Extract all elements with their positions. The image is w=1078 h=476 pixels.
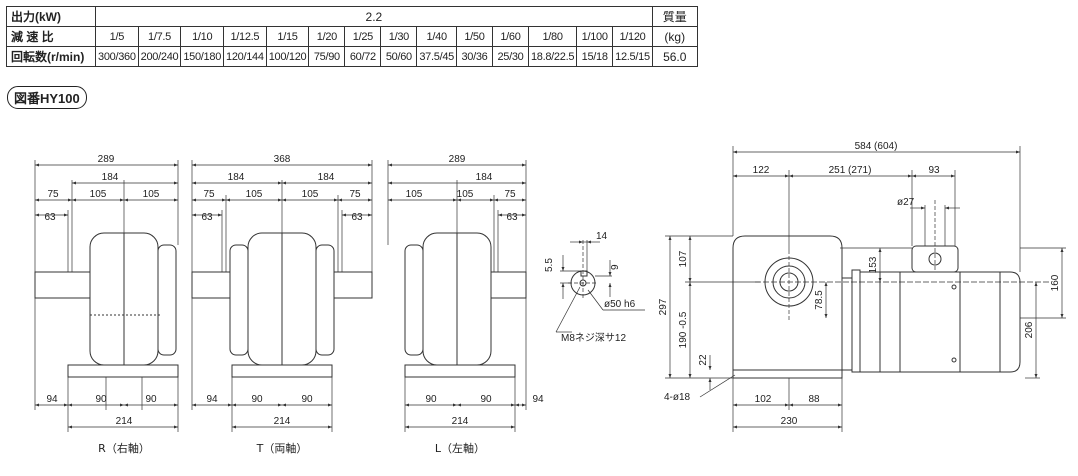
dim-251: 251 (271) bbox=[829, 165, 872, 176]
dim-184: 184 bbox=[476, 172, 493, 183]
dim-297: 297 bbox=[658, 298, 669, 315]
dim-107: 107 bbox=[678, 250, 689, 267]
side-view: 584 (604) 122 251 (271) 93 ø27 107 153 1… bbox=[658, 141, 1066, 432]
view-r-caption: R（右軸） bbox=[98, 441, 150, 455]
dim-22: 22 bbox=[698, 354, 709, 366]
dim-75a: 75 bbox=[203, 189, 215, 200]
speed-cell: 18.8/22.5 bbox=[527, 46, 578, 67]
view-l-caption: L（左軸） bbox=[435, 441, 485, 455]
dim-9: 9 bbox=[610, 264, 621, 270]
dim-105b: 105 bbox=[302, 189, 319, 200]
dim-63: 63 bbox=[506, 212, 518, 223]
dim-b214: 214 bbox=[116, 416, 133, 427]
dim-14: 14 bbox=[596, 231, 608, 242]
table-row-speed: 回転数(r/min) 300/360 200/240 150/180 120/1… bbox=[6, 46, 698, 67]
speed-cell: 200/240 bbox=[137, 46, 182, 67]
dim-b90b: 90 bbox=[480, 394, 492, 405]
shaft-detail: 14 5.5 9 ø50 h6 M8ネジ深サ12 bbox=[544, 231, 645, 344]
ratio-cell: 1/5 bbox=[95, 26, 139, 47]
dim-b94: 94 bbox=[532, 394, 544, 405]
speed-cell: 30/36 bbox=[455, 46, 493, 67]
view-r: 289 184 75 105 105 63 94 90 90 214 R（右軸） bbox=[34, 154, 179, 455]
gearbox-body-r bbox=[34, 232, 179, 378]
dim-overall: 289 bbox=[98, 154, 115, 165]
dim-shaft-dia: ø50 h6 bbox=[604, 299, 636, 310]
ratio-cell: 1/20 bbox=[308, 26, 346, 47]
dim-230: 230 bbox=[781, 416, 798, 427]
dim-78-5: 78.5 bbox=[814, 290, 825, 310]
table-row-ratio: 減 速 比 1/5 1/7.5 1/10 1/12.5 1/15 1/20 1/… bbox=[6, 26, 698, 47]
dim-102: 102 bbox=[755, 394, 772, 405]
dim-122: 122 bbox=[753, 165, 770, 176]
dim-75b: 75 bbox=[349, 189, 361, 200]
dim-b94: 94 bbox=[206, 394, 218, 405]
view-t: 368 184 184 75 105 105 75 63 63 94 90 90… bbox=[191, 154, 373, 455]
dim-105a: 105 bbox=[90, 189, 107, 200]
speed-cell: 15/18 bbox=[576, 46, 614, 67]
dim-63b: 63 bbox=[351, 212, 363, 223]
gearbox-body-t bbox=[191, 232, 373, 378]
figure-label: 図番HY100 bbox=[7, 86, 87, 109]
speed-cell: 37.5/45 bbox=[416, 46, 457, 67]
ratio-cell: 1/80 bbox=[527, 26, 578, 47]
dim-153: 153 bbox=[868, 256, 879, 273]
speed-cell: 300/360 bbox=[95, 46, 139, 67]
screw-spec: M8ネジ深サ12 bbox=[561, 332, 626, 344]
dim-184a: 184 bbox=[228, 172, 245, 183]
dim-b214: 214 bbox=[452, 416, 469, 427]
dim-overall: 368 bbox=[274, 154, 291, 165]
ratio-cell: 1/40 bbox=[416, 26, 457, 47]
dim-63: 63 bbox=[44, 212, 56, 223]
dim-105b: 105 bbox=[457, 189, 474, 200]
dim-75: 75 bbox=[504, 189, 516, 200]
dim-160: 160 bbox=[1050, 274, 1061, 291]
dim-dia27: ø27 bbox=[897, 197, 915, 208]
speed-cell: 100/120 bbox=[265, 46, 310, 67]
mass-value: 56.0 bbox=[651, 46, 698, 67]
dim-206: 206 bbox=[1024, 321, 1035, 338]
dim-b90a: 90 bbox=[425, 394, 437, 405]
view-t-caption: T（両軸） bbox=[256, 441, 308, 455]
dim-b90b: 90 bbox=[301, 394, 313, 405]
spec-table: 出力(kW) 2.2 質量 減 速 比 1/5 1/7.5 1/10 1/12.… bbox=[6, 6, 698, 67]
dim-side-overall: 584 (604) bbox=[855, 141, 898, 152]
speed-cell: 50/60 bbox=[380, 46, 418, 67]
dim-b90a: 90 bbox=[95, 394, 107, 405]
dim-105a: 105 bbox=[246, 189, 263, 200]
view-l: 289 184 105 105 75 63 90 90 94 214 L（左軸） bbox=[387, 154, 544, 455]
ratio-cell: 1/100 bbox=[576, 26, 614, 47]
dim-b90a: 90 bbox=[251, 394, 263, 405]
dim-190: 190 -0.5 bbox=[678, 311, 689, 348]
dim-b94: 94 bbox=[46, 394, 58, 405]
dim-93: 93 bbox=[928, 165, 940, 176]
dim-184b: 184 bbox=[318, 172, 335, 183]
dim-75: 75 bbox=[47, 189, 59, 200]
dim-184: 184 bbox=[102, 172, 119, 183]
speed-label: 回転数(r/min) bbox=[6, 46, 96, 67]
dim-105a: 105 bbox=[406, 189, 423, 200]
speed-cell: 60/72 bbox=[344, 46, 382, 67]
dim-holes: 4-ø18 bbox=[664, 392, 691, 403]
dim-105b: 105 bbox=[143, 189, 160, 200]
dim-5-5: 5.5 bbox=[544, 258, 555, 272]
gearbox-body-l bbox=[404, 232, 527, 378]
dim-b90b: 90 bbox=[145, 394, 157, 405]
speed-cell: 120/144 bbox=[223, 46, 267, 67]
ratio-cell: 1/120 bbox=[612, 26, 653, 47]
dim-overall: 289 bbox=[449, 154, 466, 165]
dim-63a: 63 bbox=[201, 212, 213, 223]
dim-b214: 214 bbox=[274, 416, 291, 427]
dim-88: 88 bbox=[808, 394, 820, 405]
